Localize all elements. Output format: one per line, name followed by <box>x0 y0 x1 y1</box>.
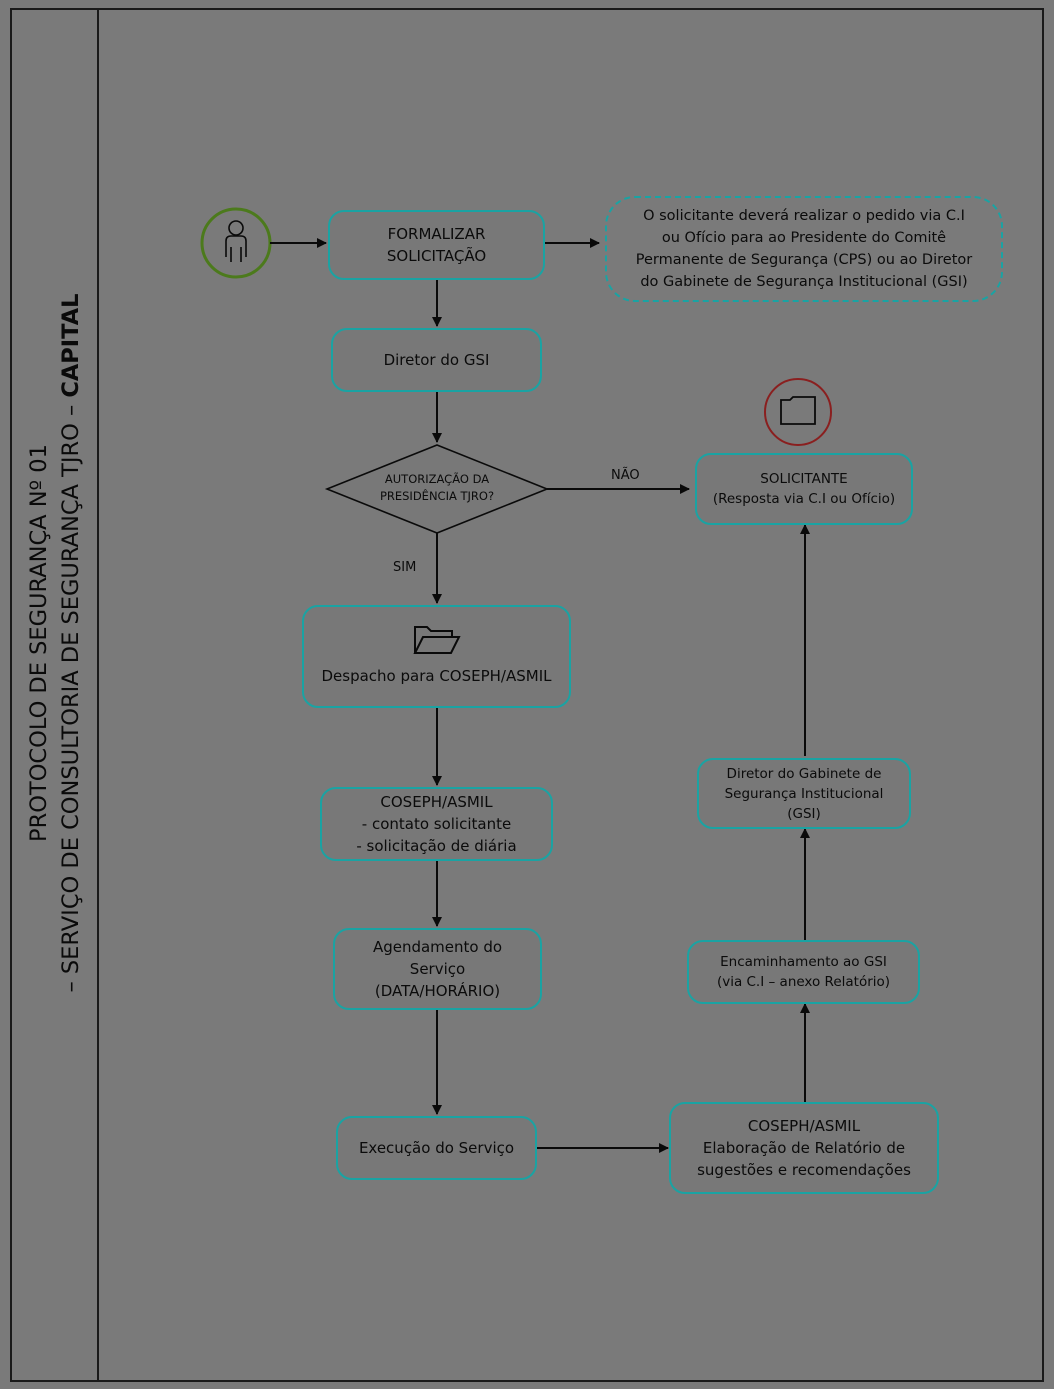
node-text: FORMALIZAR <box>387 225 486 243</box>
node-text: COSEPH/ASMIL <box>747 1117 861 1135</box>
node-text: Execução do Serviço <box>358 1139 515 1157</box>
node-text: Serviço <box>409 960 466 978</box>
diagram-frame <box>10 8 1044 1382</box>
diretor-gabinete-box: Diretor do Gabinete de Segurança Institu… <box>697 758 911 829</box>
node-text: Despacho para COSEPH/ASMIL <box>321 667 552 685</box>
node-text: Elaboração de Relatório de <box>702 1139 906 1157</box>
solicitante-box: SOLICITANTE (Resposta via C.I ou Ofício) <box>695 453 913 525</box>
node-text: SOLICITANTE <box>760 471 848 487</box>
open-folder-icon <box>412 626 461 654</box>
node-text: (Resposta via C.I ou Ofício) <box>712 491 896 507</box>
diretor-gsi-box: Diretor do GSI <box>331 328 542 392</box>
node-text: (DATA/HORÁRIO) <box>374 982 501 1000</box>
note-text: do Gabinete de Segurança Institucional (… <box>640 274 968 290</box>
lane-divider <box>97 8 99 1382</box>
note-text: O solicitante deverá realizar o pedido v… <box>643 208 965 224</box>
request-note-annotation: O solicitante deverá realizar o pedido v… <box>605 196 1003 302</box>
edge-label-sim: SIM <box>393 560 417 575</box>
node-text: Encaminhamento ao GSI <box>720 954 887 970</box>
encaminhamento-box: Encaminhamento ao GSI (via C.I – anexo R… <box>687 940 920 1004</box>
coseph-relatorio-box: COSEPH/ASMIL Elaboração de Relatório de … <box>669 1102 939 1194</box>
execucao-box: Execução do Serviço <box>336 1116 537 1180</box>
despacho-box: Despacho para COSEPH/ASMIL <box>302 605 571 708</box>
node-text: SOLICITAÇÃO <box>386 247 487 265</box>
decision-label: AUTORIZAÇÃO DA PRESIDÊNCIA TJRO? <box>347 471 527 505</box>
folder-icon <box>780 396 816 425</box>
formalizar-solicitacao-box: FORMALIZAR SOLICITAÇÃO <box>328 210 545 280</box>
decision-text: PRESIDÊNCIA TJRO? <box>379 489 495 503</box>
node-text: - solicitação de diária <box>356 837 517 855</box>
coseph-contato-box: COSEPH/ASMIL - contato solicitante - sol… <box>320 787 553 861</box>
decision-text: AUTORIZAÇÃO DA <box>384 472 490 486</box>
person-icon <box>225 220 247 262</box>
agendamento-box: Agendamento do Serviço (DATA/HORÁRIO) <box>333 928 542 1010</box>
node-text: COSEPH/ASMIL <box>380 793 493 811</box>
node-text: Diretor do GSI <box>383 351 490 369</box>
node-text: Segurança Institucional <box>724 785 884 802</box>
edge-label-nao: NÃO <box>611 468 640 483</box>
node-text: - contato solicitante <box>361 815 512 833</box>
node-text: Agendamento do <box>372 938 503 956</box>
node-text: (via C.I – anexo Relatório) <box>716 974 891 990</box>
node-text: (GSI) <box>787 805 821 822</box>
note-text: ou Ofício para ao Presidente do Comitê <box>661 230 947 246</box>
note-text: Permanente de Segurança (CPS) ou ao Dire… <box>635 252 973 268</box>
end-event <box>764 378 832 446</box>
node-text: sugestões e recomendações <box>697 1161 911 1179</box>
node-text: Diretor do Gabinete de <box>726 765 882 782</box>
start-event <box>200 207 272 279</box>
